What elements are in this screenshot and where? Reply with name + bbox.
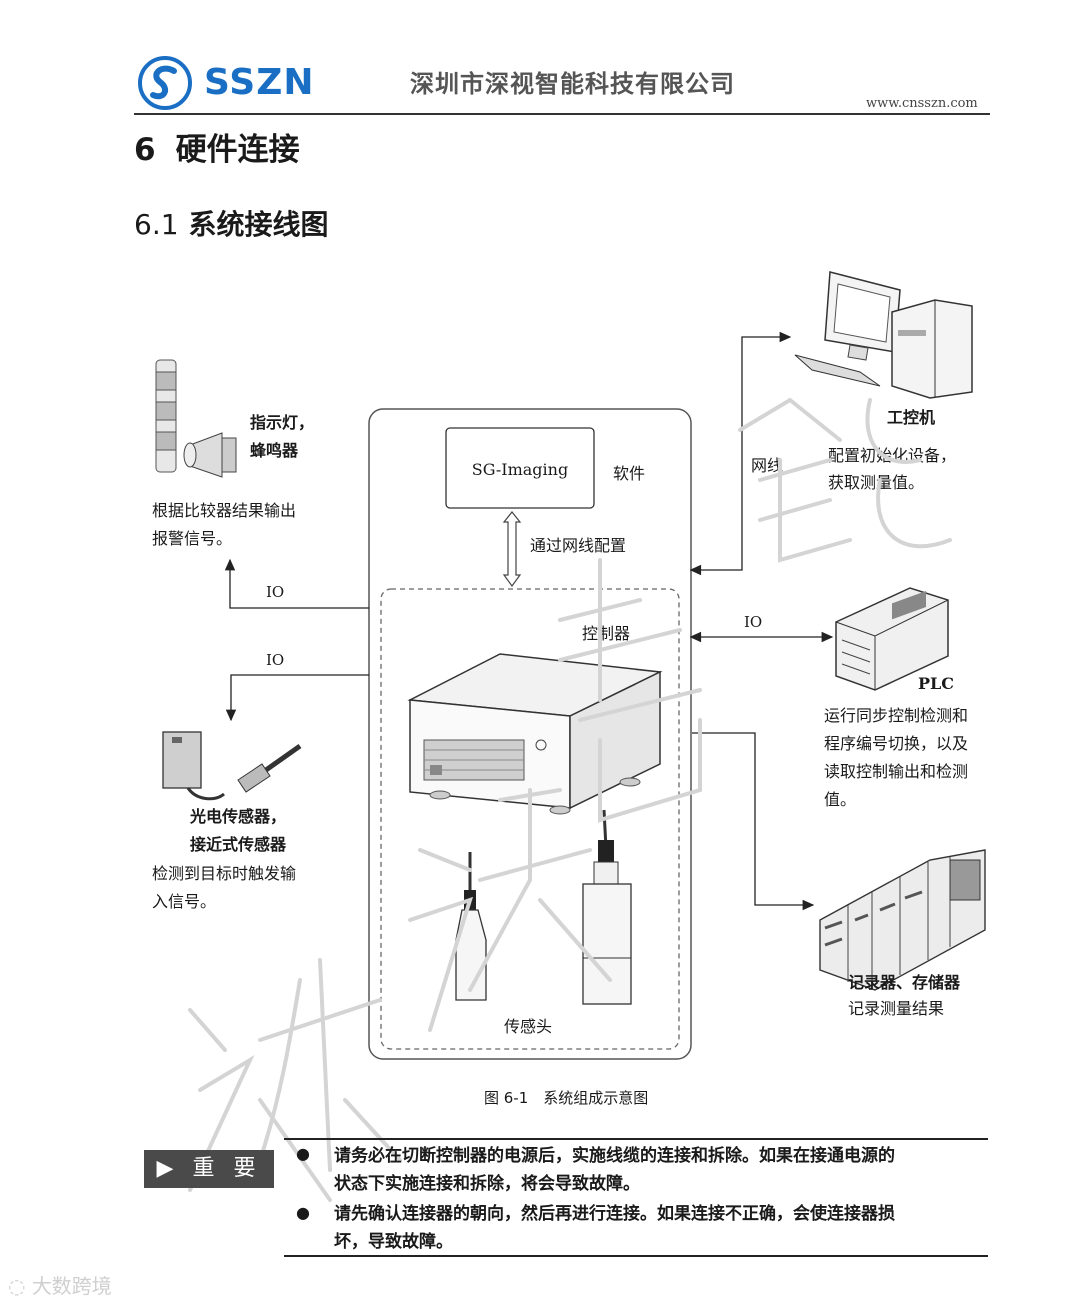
buzzer-icon <box>183 432 237 478</box>
io-label-mid: IO <box>266 651 285 669</box>
notice-top-rule <box>284 1138 988 1140</box>
software-label: 软件 <box>613 464 646 483</box>
bullet-2-line-2: 坏，导致故障。 <box>334 1232 453 1252</box>
indicator-desc-2: 报警信号。 <box>152 529 233 548</box>
io-line-sensors <box>225 674 369 722</box>
figure-caption: 图 6-1 系统组成示意图 <box>484 1089 649 1107</box>
bullet-1-line-1: 请务必在切断控制器的电源后，实施线缆的连接和拆除。如果在接通电源的 <box>334 1146 895 1166</box>
source-watermark-text: 大数跨境 <box>31 1274 112 1298</box>
subsection-number: 6.1 <box>134 208 179 241</box>
sensor-title-1: 光电传感器， <box>190 807 287 826</box>
important-label: ▶ 重 要 <box>144 1150 274 1188</box>
tower-light-icon <box>155 359 177 473</box>
sszn-logo-icon <box>138 56 192 110</box>
bullet-dot-1: ● <box>296 1144 310 1163</box>
io-label-plc: IO <box>744 613 763 631</box>
subsection-heading: 6.1 系统接线图 <box>134 203 329 243</box>
line-recorder <box>692 732 815 911</box>
recorder-desc: 记录测量结果 <box>848 999 945 1018</box>
subsection-title: 系统接线图 <box>188 208 329 241</box>
indicator-title-2: 蜂鸣器 <box>250 441 299 460</box>
pc-desc-1: 配置初始化设备， <box>828 446 957 465</box>
sensor-head-label: 传感头 <box>504 1017 553 1036</box>
net-cable-label: 网线 <box>751 456 784 475</box>
notice-bottom-rule <box>284 1255 988 1257</box>
plc-desc-4: 值。 <box>824 790 857 809</box>
section-title: 硬件连接 <box>175 132 300 168</box>
indicator-title-1: 指示灯， <box>250 413 315 432</box>
website-link[interactable]: www.cnsszn.com <box>866 96 978 111</box>
pc-desc-2: 获取测量值。 <box>828 473 925 492</box>
proximity-sensor-icon <box>237 743 302 793</box>
config-double-arrow <box>502 511 522 588</box>
chat-bubble-icon: ◌ <box>8 1274 26 1298</box>
plc-title: PLC <box>918 674 955 693</box>
section-number: 6 <box>134 132 156 168</box>
sensor-head-small-icon <box>455 852 487 1001</box>
section-heading: 6 硬件连接 <box>134 124 300 169</box>
bullet-1-line-2: 状态下实施连接和拆除，将会导致故障。 <box>334 1174 640 1194</box>
sensor-head-large-icon <box>582 809 632 1005</box>
software-box <box>445 427 595 509</box>
sensor-desc-2: 入信号。 <box>152 892 217 911</box>
plc-icon <box>835 587 949 691</box>
source-watermark: ◌ 大数跨境 <box>8 1270 112 1299</box>
network-config-label: 通过网线配置 <box>530 536 627 555</box>
header-rule <box>134 113 990 115</box>
plc-desc-2: 程序编号切换，以及 <box>824 734 969 753</box>
plc-desc-3: 读取控制输出和检测 <box>824 762 969 781</box>
recorder-title: 记录器、存储器 <box>848 973 961 992</box>
industrial-pc-icon <box>794 271 973 399</box>
software-box-label: SG-Imaging <box>471 460 569 479</box>
logo-text: SSZN <box>204 62 315 103</box>
bullet-dot-2: ● <box>296 1203 310 1222</box>
recorder-storage-icon <box>819 849 986 991</box>
plc-desc-1: 运行同步控制检测和 <box>824 706 969 725</box>
company-name: 深圳市深视智能科技有限公司 <box>410 70 735 98</box>
io-label-top: IO <box>266 583 285 601</box>
indicator-desc-1: 根据比较器结果输出 <box>152 501 297 520</box>
bullet-2-line-1: 请先确认连接器的朝向，然后再进行连接。如果连接不正确，会使连接器损 <box>334 1204 895 1224</box>
pc-title: 工控机 <box>887 408 936 427</box>
sensor-title-2: 接近式传感器 <box>190 835 287 854</box>
controller-device-icon <box>407 653 663 815</box>
io-line-indicator <box>224 558 369 609</box>
controller-label: 控制器 <box>582 624 631 643</box>
sensor-desc-1: 检测到目标时触发输 <box>152 864 297 883</box>
photoelectric-sensor-icon <box>162 731 225 801</box>
